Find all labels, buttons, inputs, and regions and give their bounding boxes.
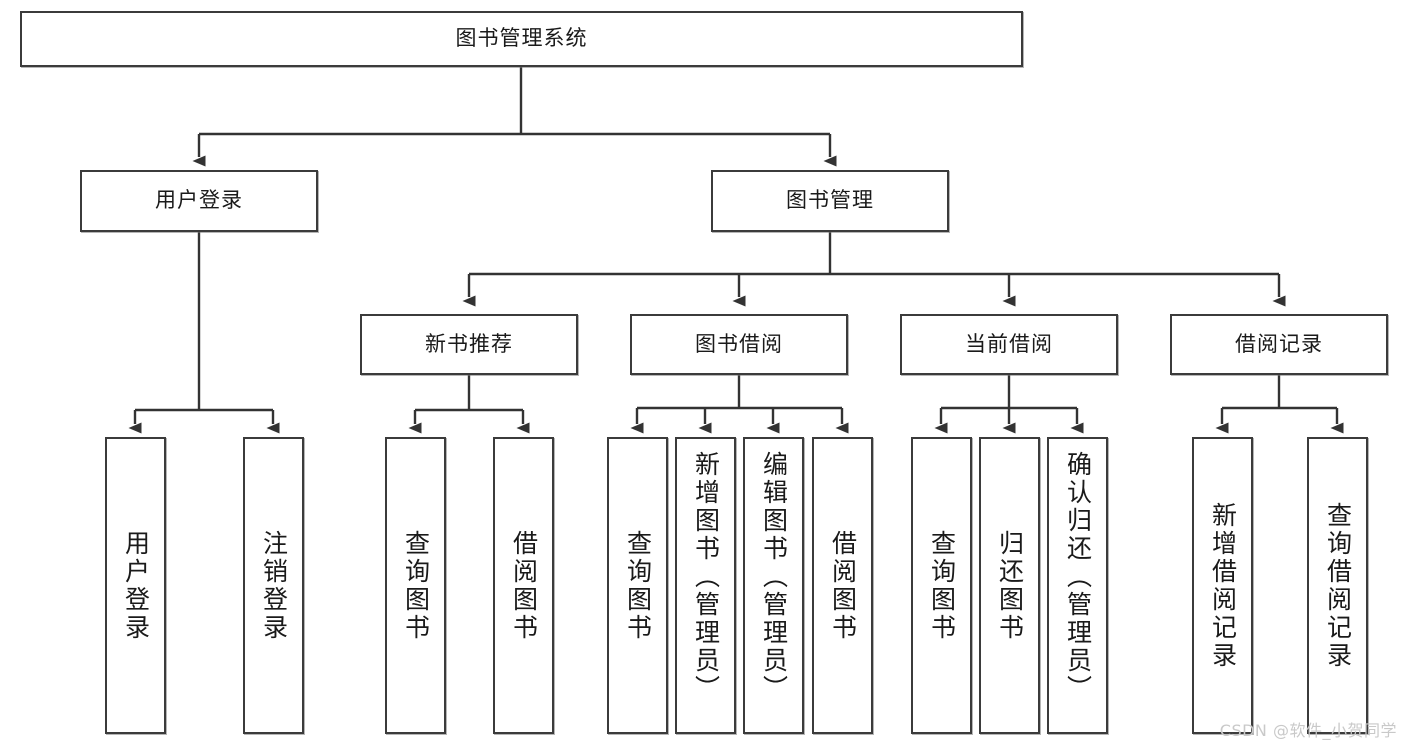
node-label: 归还图书 (995, 529, 1025, 642)
node-label: 注销登录 (259, 529, 289, 642)
node-label: 借阅图书 (828, 529, 858, 642)
node-label: 新书推荐 (425, 331, 513, 356)
leaf-borrow-add-book-admin[interactable]: 新增图书（管理员） (675, 437, 736, 734)
leaf-current-return-book[interactable]: 归还图书 (979, 437, 1040, 734)
leaf-new-book-query[interactable]: 查询图书 (385, 437, 446, 734)
node-label: 查询图书 (623, 529, 653, 642)
node-label: 编辑图书（管理员） (759, 451, 789, 703)
node-book-management[interactable]: 图书管理 (711, 170, 949, 232)
leaf-user-login-logout[interactable]: 注销登录 (243, 437, 304, 734)
leaf-borrow-edit-book-admin[interactable]: 编辑图书（管理员） (743, 437, 804, 734)
node-label: 确认归还（管理员） (1063, 451, 1093, 703)
leaf-new-book-borrow[interactable]: 借阅图书 (493, 437, 554, 734)
node-book-borrow[interactable]: 图书借阅 (630, 314, 848, 375)
leaf-current-confirm-return-admin[interactable]: 确认归还（管理员） (1047, 437, 1108, 734)
node-label: 用户登录 (121, 529, 151, 642)
leaf-record-query-record[interactable]: 查询借阅记录 (1307, 437, 1368, 734)
watermark-text: CSDN @软件_小贺同学 (1219, 721, 1397, 740)
leaf-record-add-record[interactable]: 新增借阅记录 (1192, 437, 1253, 734)
node-label: 查询图书 (401, 529, 431, 642)
leaf-borrow-query-book[interactable]: 查询图书 (607, 437, 668, 734)
node-user-login[interactable]: 用户登录 (80, 170, 318, 232)
node-new-book-recommend[interactable]: 新书推荐 (360, 314, 578, 375)
node-label: 借阅记录 (1235, 331, 1323, 356)
node-label: 图书管理 (786, 188, 874, 213)
node-label: 借阅图书 (509, 529, 539, 642)
leaf-borrow-borrow-book[interactable]: 借阅图书 (812, 437, 873, 734)
node-current-borrow[interactable]: 当前借阅 (900, 314, 1118, 375)
node-label: 用户登录 (155, 188, 243, 213)
node-label: 新增图书（管理员） (691, 451, 721, 703)
node-borrow-record[interactable]: 借阅记录 (1170, 314, 1388, 375)
leaf-current-query-book[interactable]: 查询图书 (911, 437, 972, 734)
node-label: 图书借阅 (695, 331, 783, 356)
node-label: 图书管理系统 (455, 26, 588, 51)
node-label: 当前借阅 (965, 331, 1053, 356)
node-label: 新增借阅记录 (1208, 501, 1238, 670)
node-root-system[interactable]: 图书管理系统 (20, 11, 1023, 67)
node-label: 查询借阅记录 (1323, 501, 1353, 670)
leaf-user-login-login[interactable]: 用户登录 (105, 437, 166, 734)
node-label: 查询图书 (927, 529, 957, 642)
